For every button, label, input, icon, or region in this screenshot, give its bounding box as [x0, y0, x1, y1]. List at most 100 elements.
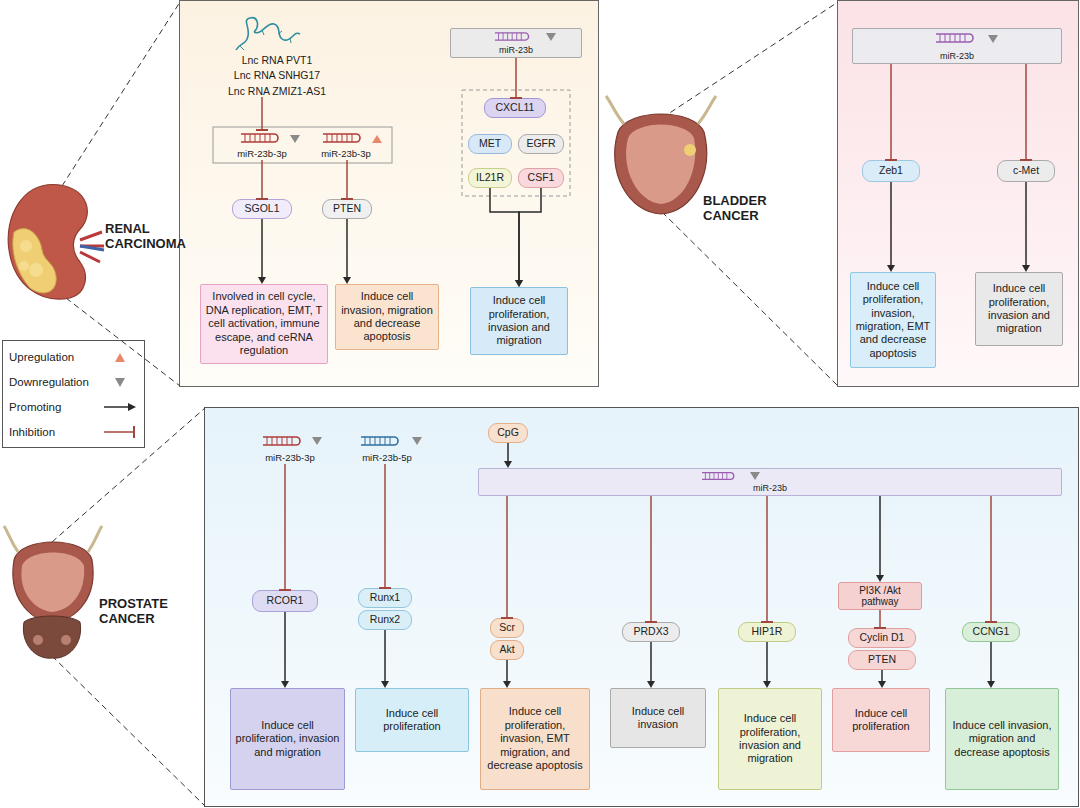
bladder-shape [615, 114, 707, 214]
down-triangle [546, 33, 556, 41]
node-text: PI3K /Akt pathway [842, 585, 918, 608]
connector-line [766, 642, 768, 682]
tumor-lobe [684, 144, 696, 156]
outcome-box: Induce cell proliferation, invasion and … [230, 688, 345, 790]
target-pill: MET [468, 134, 512, 154]
mirna-label: miR-23b-3p [250, 432, 330, 464]
target-pill: PRDX3 [622, 622, 680, 642]
arrowhead [515, 280, 523, 287]
node-text: Runx2 [370, 614, 400, 626]
inhibition-connector [985, 496, 997, 622]
inhibition-connector [379, 464, 391, 588]
down-triangle [312, 437, 322, 445]
promoting-connector [887, 182, 895, 272]
mirna-label: miR-23b-3p [304, 130, 388, 160]
connector-line [766, 496, 768, 622]
ureter [4, 526, 102, 552]
renal-vein [80, 246, 104, 250]
arrowhead [515, 280, 523, 287]
target-pill: Akt [490, 640, 524, 660]
arrowhead [887, 265, 895, 272]
inhibition-bar [256, 198, 268, 200]
promoting-connector [381, 630, 389, 688]
inhibition-bar [1020, 159, 1032, 161]
legend-inhibit-line [104, 431, 134, 433]
node-text: c-Met [1013, 165, 1039, 177]
legend-text: Inhibition [9, 426, 55, 438]
node-text: Induce cell proliferation, invasion and … [475, 294, 563, 348]
legend-text: Promoting [9, 401, 61, 413]
bladder-shape [13, 542, 93, 622]
mirna-icon [936, 34, 973, 42]
node-text: HIP1R [752, 626, 783, 638]
connector-line [346, 160, 348, 199]
mirna-icon [241, 134, 278, 142]
connector-line [879, 496, 881, 576]
regulation-marks [290, 33, 998, 480]
node-text: Lnc RNA SNHG17 [234, 68, 320, 83]
kidney-shape [8, 185, 87, 300]
inhibition-connector [501, 496, 513, 618]
arrowhead [503, 681, 511, 688]
outcome-box: Involved in cell cycle, DNA replication,… [200, 284, 328, 364]
lncrna-list: Lnc RNA PVT1Lnc RNA SNHG17Lnc RNA ZMIZ1-… [222, 55, 332, 97]
outcome-box: Induce cell proliferation, invasion and … [718, 688, 822, 790]
leader-line [52, 656, 205, 806]
node-text: miR-23b-3p [237, 149, 287, 159]
connector-line [650, 642, 652, 682]
inhibition-bar [501, 617, 513, 619]
pathway-box: PI3K /Akt pathway [838, 582, 922, 610]
inhibition-bar [379, 587, 391, 589]
target-group-box [462, 90, 570, 196]
arrowhead [878, 681, 886, 688]
legend-row: Upregulation [9, 347, 138, 367]
bladder-lumen [626, 125, 695, 205]
mirna-group-box [213, 127, 392, 163]
outcome-box: Induce cell proliferation [832, 688, 930, 752]
connector-line [515, 58, 517, 98]
node-text: PRDX3 [633, 626, 668, 638]
connector-line [384, 464, 386, 588]
node-text: Involved in cell cycle, DNA replication,… [205, 290, 323, 357]
legend-swatch [102, 400, 138, 414]
connector-line [506, 660, 508, 682]
inhibition-connector [874, 610, 886, 628]
promoting-connector [1022, 182, 1030, 272]
arrowhead [987, 681, 995, 688]
inhibition-connector [341, 160, 353, 199]
mirna-icon [361, 437, 398, 445]
mirna-icon [702, 473, 734, 480]
prostate-lobe [61, 635, 71, 645]
up-triangle [372, 135, 382, 143]
arrowhead [1022, 265, 1030, 272]
lncrna-strand [236, 18, 300, 50]
outcome-box: Induce cell invasion, migration and decr… [945, 688, 1059, 790]
target-pill: HIP1R [738, 622, 796, 642]
node-text: miR-23b [940, 52, 974, 62]
node-text: Zeb1 [879, 165, 903, 177]
target-pill: Cyclin D1 [848, 628, 916, 648]
renal-vessels [80, 232, 104, 262]
connector-line [650, 496, 652, 622]
target-pill: Runx2 [358, 610, 412, 630]
promoting-connector [258, 219, 266, 284]
inhibition-bar [645, 621, 657, 623]
kidney-illustration [8, 185, 104, 300]
mirna-box: miR-23b [852, 28, 1062, 64]
prostate-lobe [33, 635, 43, 645]
node-text: Induce cell proliferation, invasion, EMT… [485, 705, 585, 772]
inhibition-bar [874, 627, 886, 629]
arrowhead [381, 681, 389, 688]
node-text: IL21R [476, 172, 504, 184]
inhibition-connector [761, 496, 773, 622]
mirna-icon [495, 33, 529, 40]
target-pill: RCOR1 [252, 590, 318, 612]
target-pill: c-Met [997, 160, 1055, 182]
bladder-lumen [21, 553, 84, 613]
node-text: miR-23b [753, 484, 787, 494]
connector-line [261, 97, 263, 130]
ureter [606, 96, 716, 124]
connector-line [990, 496, 992, 622]
connector-line [284, 464, 286, 590]
